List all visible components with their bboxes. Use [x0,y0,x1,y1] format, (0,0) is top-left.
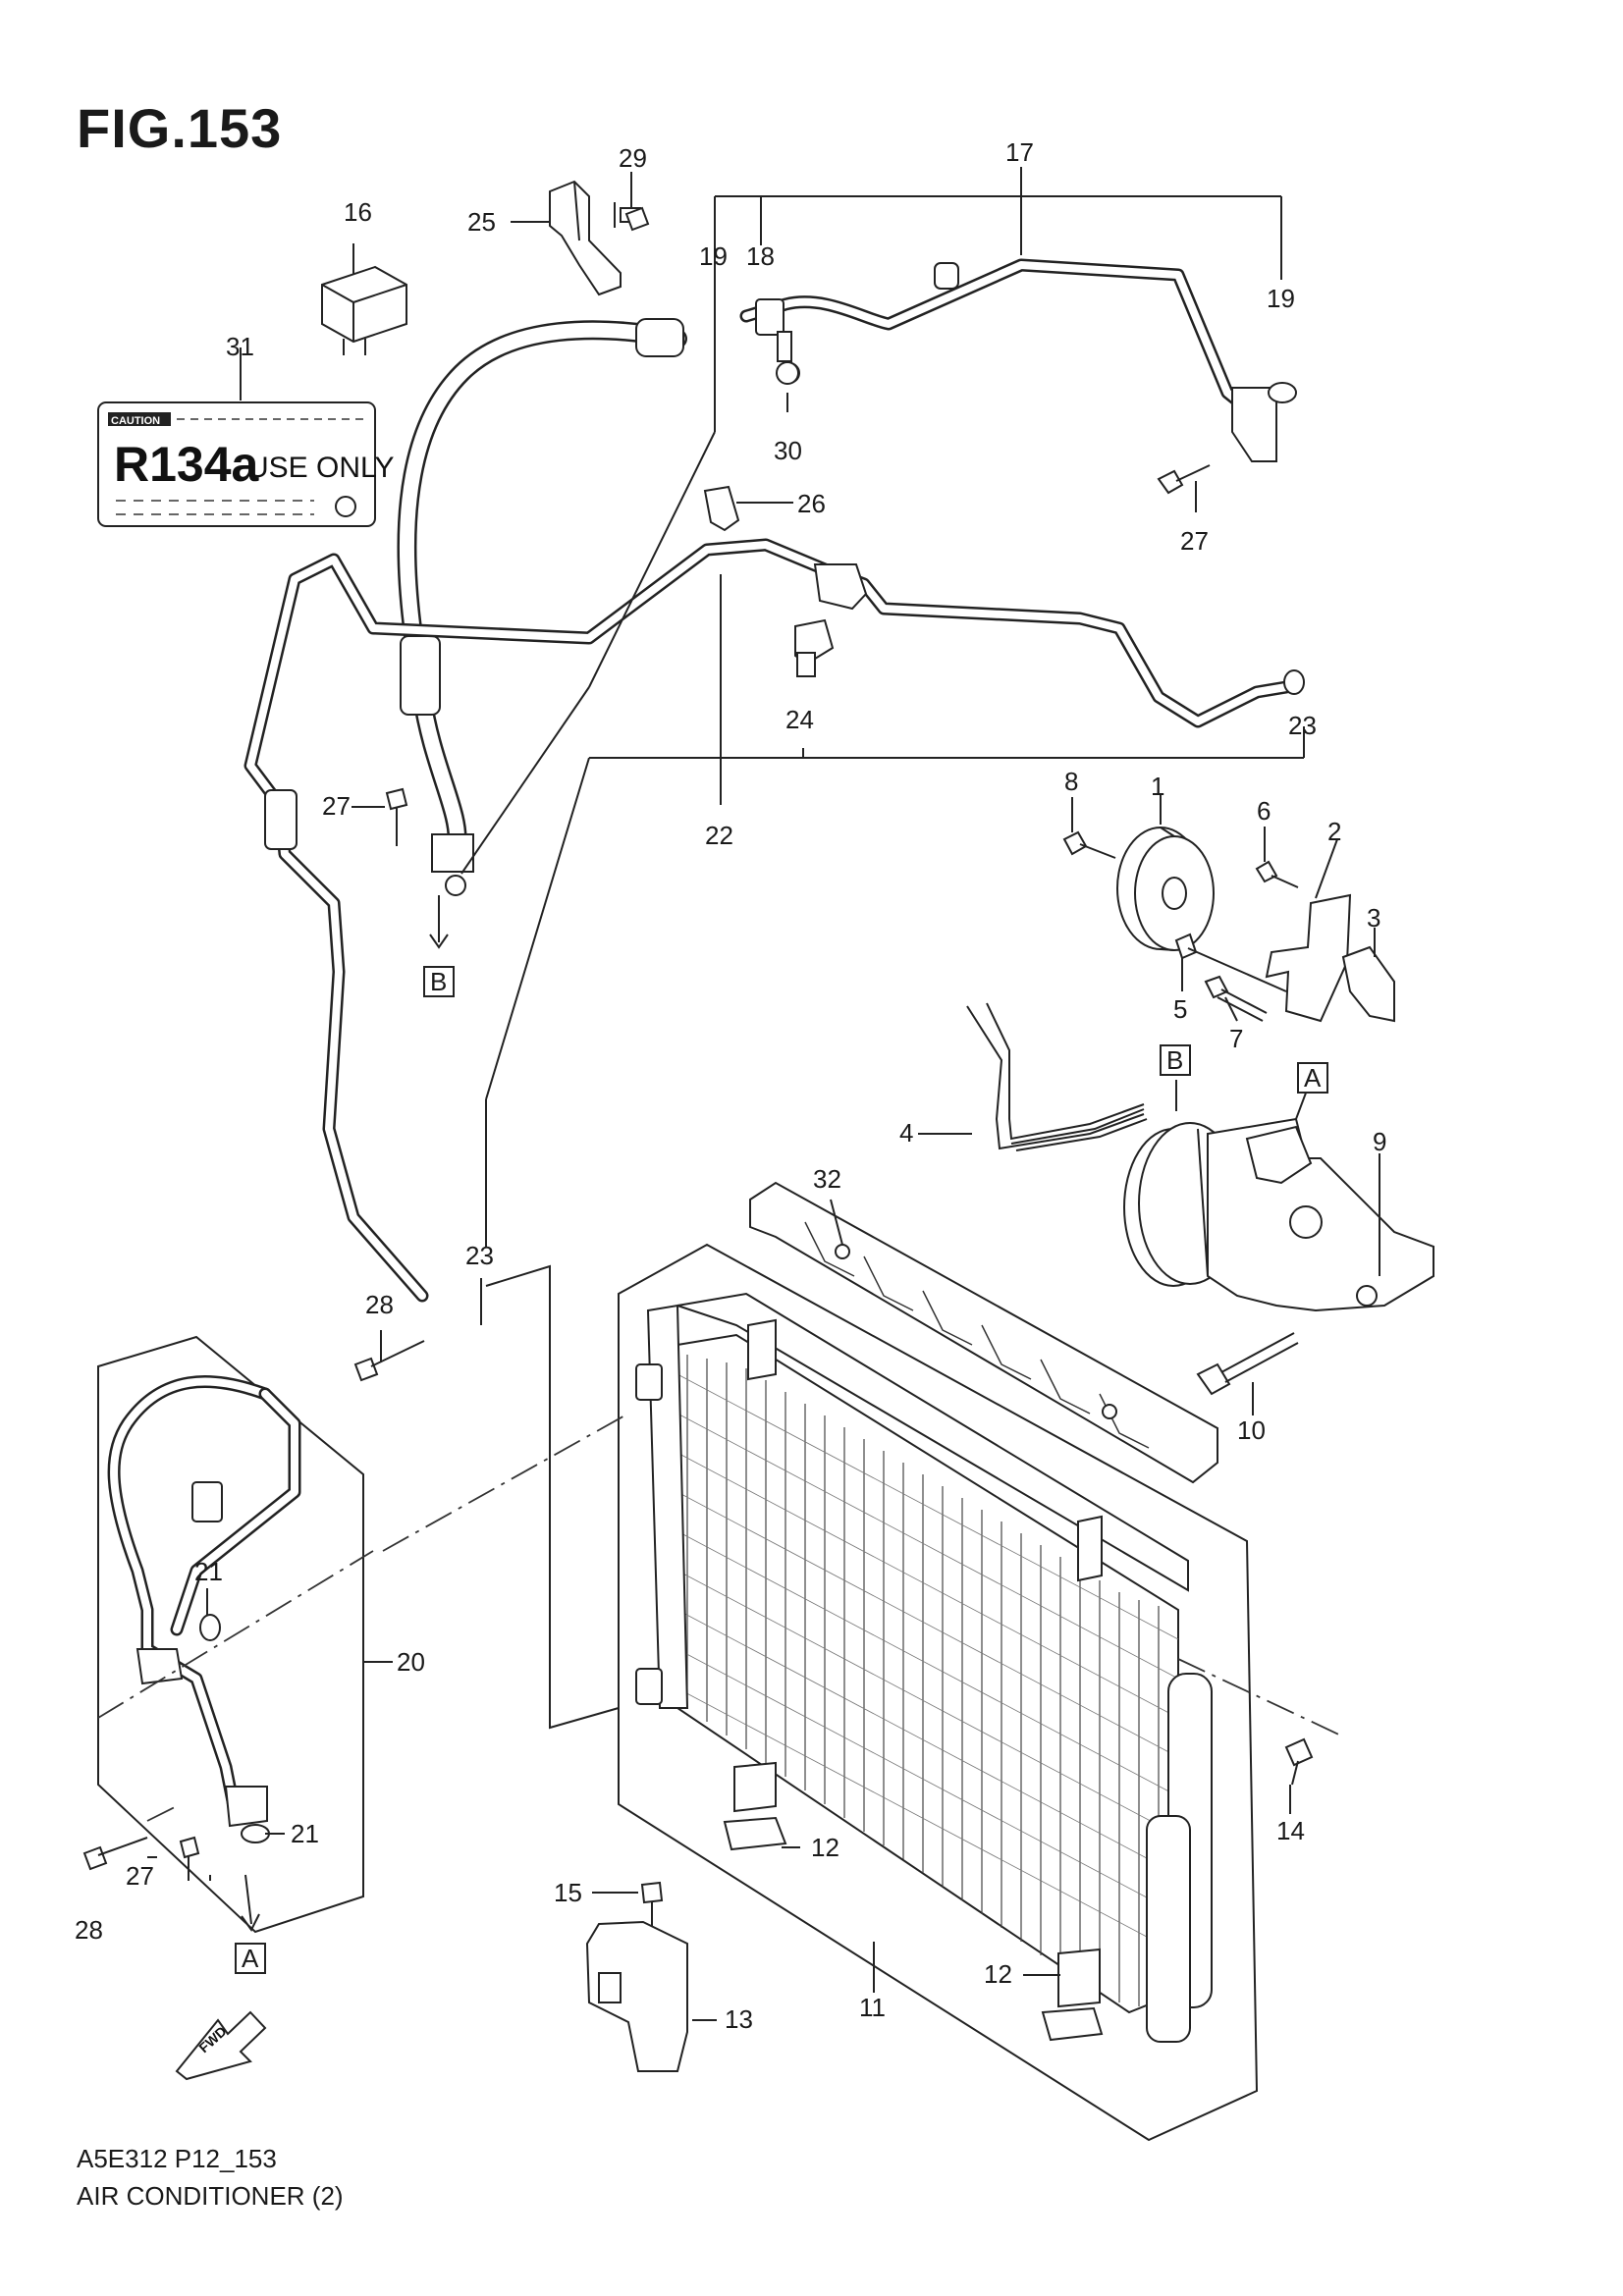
callout-numbers: 1 2 3 4 5 6 7 8 9 10 11 12 12 13 14 15 1… [75,137,1386,2034]
relay-part [321,265,407,355]
leader-lines [97,167,1380,2021]
figure-caption: AIR CONDITIONER (2) [77,2181,344,2211]
caution-text: CAUTION [111,415,160,427]
ref-box-label: A [242,1944,259,1973]
callout-17: 17 [1005,137,1034,167]
callout-2: 2 [1327,817,1341,846]
reference-box-a-lower: A [235,1943,266,1974]
pipe-clamp-part [703,485,740,532]
figure-code: A5E312 P12_153 [77,2144,277,2173]
drive-belt-part [966,1002,1148,1151]
callout-19b: 19 [1267,284,1295,313]
ref-box-label: B [1166,1045,1183,1075]
discharge-pipe-part [739,258,1297,462]
compressor-bracket-part [1265,893,1395,1023]
callout-23a: 23 [1288,711,1317,740]
use-only-text: USE ONLY [247,452,395,484]
callout-16: 16 [344,197,372,227]
callout-31: 31 [226,332,254,361]
callout-30: 30 [774,436,802,465]
callout-28b: 28 [75,1915,103,1945]
callout-8: 8 [1064,767,1078,796]
callout-29: 29 [619,143,647,173]
pipe-assembly-part [97,1335,364,1934]
callout-6: 6 [1257,796,1271,826]
refrigerant-type-text: R134a [114,437,260,492]
figure-title: FIG.153 [77,97,283,159]
callout-12b: 12 [984,1959,1012,1989]
bolt-parts [82,206,1314,1930]
ac-compressor-part [1123,1117,1434,1312]
reference-box-a-compressor: A [1297,1062,1328,1094]
callout-19a: 19 [699,241,728,271]
reference-box-b-compressor: B [1160,1044,1191,1076]
callout-21b: 21 [291,1819,319,1848]
callout-27a: 27 [1180,526,1209,556]
callout-27b: 27 [322,791,351,821]
air-guide-part [749,1181,1218,1484]
callout-26: 26 [797,489,826,518]
liquid-pipe-part [243,538,1305,1303]
callout-3: 3 [1367,903,1380,933]
callout-9: 9 [1373,1127,1386,1156]
callout-7: 7 [1229,1024,1243,1053]
callout-22: 22 [705,821,733,850]
refrigerant-caution-label: CAUTION R134a USE ONLY [97,401,395,527]
compressor-pulley-part [1116,827,1215,951]
callout-12a: 12 [811,1833,839,1862]
callout-23b: 23 [465,1241,494,1270]
callout-1: 1 [1151,772,1164,801]
callout-11: 11 [859,1993,886,2022]
callout-5: 5 [1173,994,1187,1024]
callout-25: 25 [467,207,496,237]
callout-4: 4 [899,1118,913,1148]
ref-box-label: B [430,967,447,996]
callout-21a: 21 [194,1557,223,1586]
reference-box-b-upper: B [423,966,455,997]
forward-direction-arrow: FWD [175,2010,267,2081]
callout-32: 32 [813,1164,841,1194]
hose-bracket-part [549,180,641,296]
callout-13: 13 [725,2004,753,2034]
callout-24: 24 [785,705,814,734]
callout-18: 18 [746,241,775,271]
ref-box-label: A [1304,1063,1322,1093]
callout-28a: 28 [365,1290,394,1319]
callout-10: 10 [1237,1415,1266,1445]
callout-27c: 27 [126,1861,154,1891]
condenser-bracket-part [585,1920,688,2072]
callout-15: 15 [554,1878,582,1907]
condenser-part [618,1243,1259,2142]
callout-20: 20 [397,1647,425,1677]
pressure-switch-part [794,618,835,677]
callout-14: 14 [1276,1816,1305,1845]
